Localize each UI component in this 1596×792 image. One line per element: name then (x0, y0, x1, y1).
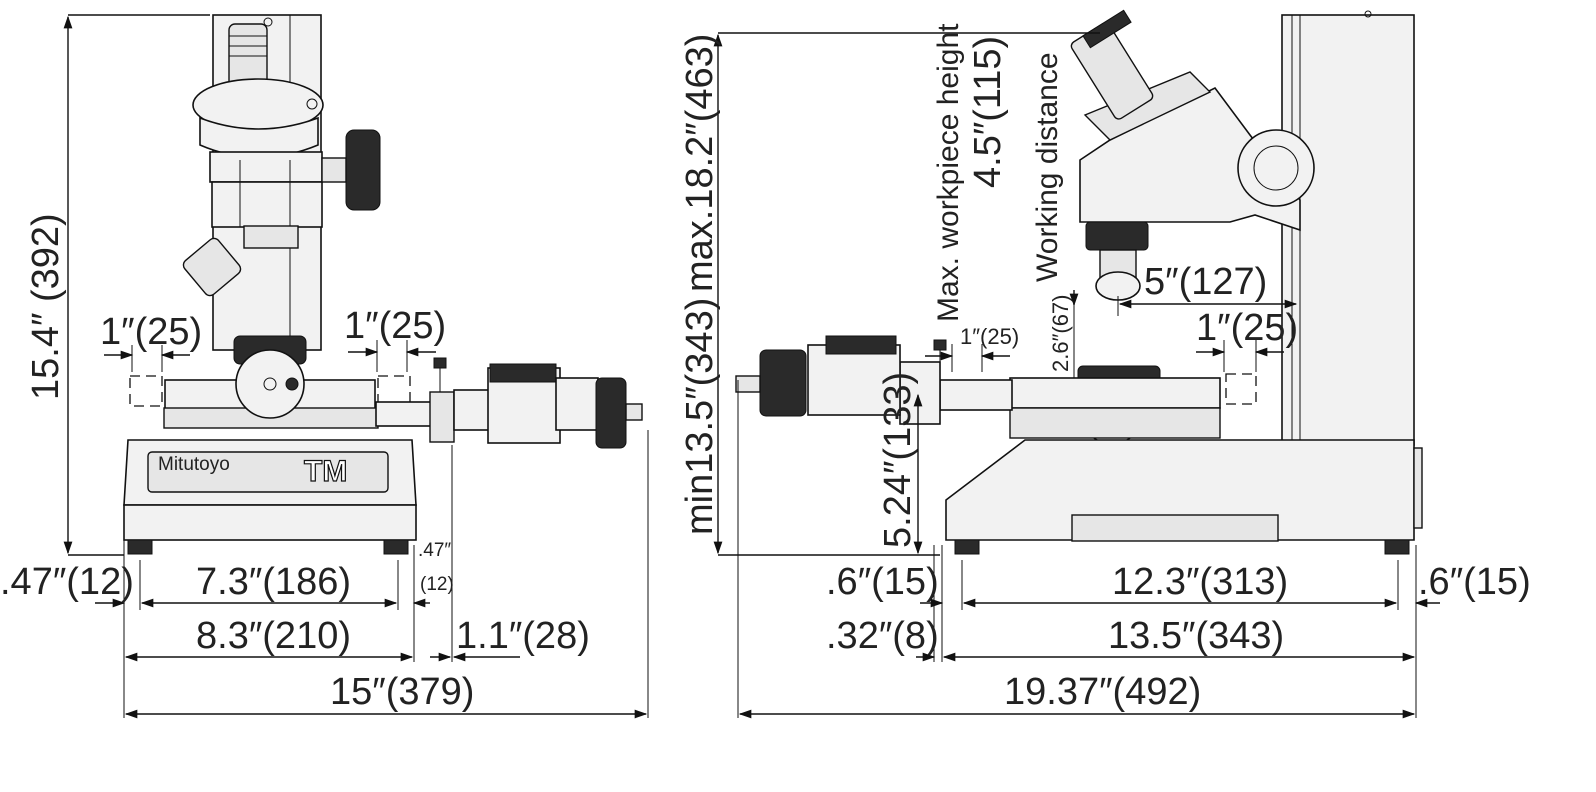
label-max-workpiece: Max. workpiece height (932, 23, 965, 322)
model-mark: TM (304, 455, 347, 488)
dim-working-distance: 2.6″(67) (1048, 295, 1073, 373)
dim-side-overall-depth: 19.37″(492) (1004, 671, 1201, 713)
dim-side-base-depth: 13.5″(343) (1108, 615, 1284, 657)
dim-front-foot-left: .47″(12) (0, 561, 134, 603)
dim-front-travel-left: 1″(25) (100, 311, 202, 353)
dim-side-stage-height: 5.24″(133) (877, 372, 919, 548)
dim-front-foot-right-mm: (12) (420, 574, 454, 595)
dim-front-foot-span: 7.3″(186) (196, 561, 351, 603)
dim-side-foot-span: 12.3″(313) (1112, 561, 1288, 603)
dim-front-overall-width: 15″(379) (330, 671, 474, 713)
dim-max-workpiece: 4.5″(115) (967, 36, 1009, 188)
dim-front-foot-right-in: .47″ (418, 540, 451, 561)
dim-front-micrometer: 1.1″(28) (456, 615, 590, 657)
dim-side-travel-left: 1″(25) (960, 324, 1019, 349)
dim-side-foot-rear: .6″(15) (1418, 561, 1531, 603)
dim-side-throat-depth: 5″(127) (1144, 261, 1267, 303)
dim-side-foot-front: .6″(15) (826, 561, 939, 603)
dim-front-base-width: 8.3″(210) (196, 615, 351, 657)
dim-front-height: 15.4″ (392) (25, 213, 67, 400)
brand-logo: Mitutoyo (158, 454, 230, 475)
dim-side-micrometer-offset: .32″(8) (826, 615, 939, 657)
front-view: Mitutoyo TM 15.4″ (392) 1″(25) 1″(25) .4… (0, 14, 649, 719)
dim-side-min-height: min13.5″(343) (679, 298, 721, 535)
side-view: max.18.2″(463) min13.5″(343) Max. workpi… (679, 9, 1531, 719)
dim-side-travel-right: 1″(25) (1196, 307, 1298, 349)
dim-front-travel-right: 1″(25) (344, 305, 446, 347)
label-working-distance: Working distance (1031, 52, 1064, 282)
dim-side-max-height: max.18.2″(463) (679, 34, 721, 292)
